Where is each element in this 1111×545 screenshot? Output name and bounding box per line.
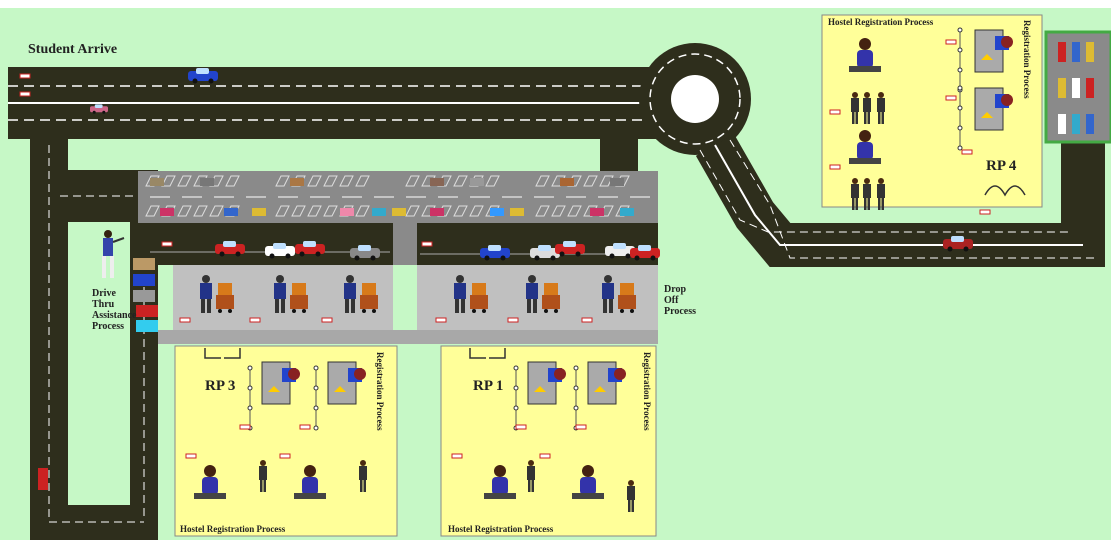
drop-off-word-2: Off — [664, 295, 696, 306]
rp4-hostel-label: Hostel Registration Process — [828, 17, 933, 27]
rp1-hostel-label: Hostel Registration Process — [448, 524, 553, 534]
connector-road — [600, 139, 638, 171]
rp3-label: RP 3 — [205, 378, 235, 395]
rp3-hostel-label: Hostel Registration Process — [180, 524, 285, 534]
page-title: Student Arrive — [28, 42, 117, 58]
drop-off-word-1: Drop — [664, 284, 696, 295]
rp1-registration-label: Registration Process — [642, 352, 652, 431]
drop-off-word-3: Process — [664, 306, 696, 317]
drop-off-lane — [138, 223, 660, 265]
rp3-registration-label: Registration Process — [375, 352, 385, 431]
drive-thru-word-3: Assistance — [92, 310, 136, 321]
rp3-room — [175, 346, 397, 536]
drive-thru-word-1: Drive — [92, 288, 136, 299]
rp1-label: RP 1 — [473, 378, 503, 395]
drive-thru-label: Drive Thru Assistance Process — [92, 288, 136, 332]
rp4-room — [822, 15, 1042, 214]
rp4-label: RP 4 — [986, 158, 1016, 175]
main-road — [8, 67, 698, 139]
drive-thru-word-4: Process — [92, 321, 136, 332]
top-right-parking — [1046, 32, 1111, 142]
drop-off-label: Drop Off Process — [664, 284, 696, 317]
drive-thru-word-2: Thru — [92, 299, 136, 310]
rp4-registration-label: Registration Process — [1022, 20, 1032, 99]
rp1-room — [441, 346, 656, 536]
